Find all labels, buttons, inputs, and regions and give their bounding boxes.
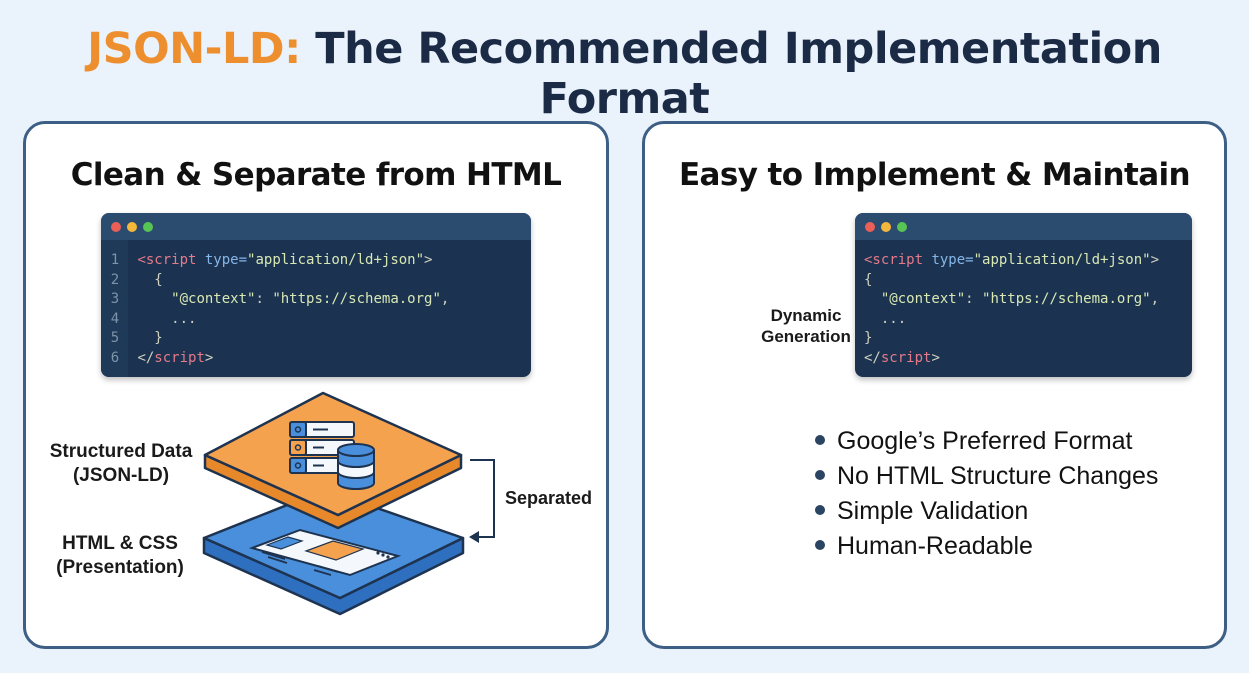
- code-token: "@context": [171, 291, 256, 307]
- code-token: </: [864, 349, 881, 366]
- window-title-bar: [855, 213, 1192, 240]
- separated-label: Separated: [505, 488, 593, 508]
- code-token: ...: [880, 310, 907, 327]
- presentation-layer-icon: [202, 488, 465, 616]
- code-token: type=: [923, 252, 974, 268]
- line-number: 5: [110, 330, 120, 346]
- maximize-dot-icon: [897, 222, 907, 232]
- benefit-item: Human-Readable: [815, 529, 1158, 564]
- code-token: ,: [440, 291, 450, 307]
- left-panel: Clean & Separate from HTML: [23, 121, 609, 649]
- code-token: }: [864, 330, 873, 346]
- line-number: 2: [110, 271, 120, 288]
- right-panel-title: Easy to Implement & Maintain: [678, 157, 1191, 193]
- title-accent: JSON-LD:: [87, 24, 301, 74]
- presentation-label-line1: HTML & CSS: [62, 533, 178, 554]
- code-token: "https://schema.org": [272, 291, 441, 307]
- code-token: <script: [864, 252, 924, 268]
- benefits-list: Google’s Preferred Format No HTML Struct…: [815, 424, 1158, 564]
- code-token: <script: [137, 252, 197, 268]
- presentation-label: HTML & CSS (Presentation): [40, 532, 200, 580]
- separated-connector-icon: [469, 459, 495, 543]
- code-lines: 1 <script type="application/ld+json">2 {…: [101, 251, 450, 369]
- code-token: ,: [1150, 291, 1160, 307]
- benefit-item: No HTML Structure Changes: [815, 459, 1158, 494]
- code-token: "https://schema.org": [982, 291, 1151, 307]
- code-token: >: [1150, 252, 1160, 268]
- line-number-gutter: [101, 240, 128, 377]
- window-title-bar: [101, 213, 531, 240]
- code-token: ...: [171, 310, 197, 327]
- code-lines: <script type="application/ld+json">{ "@c…: [864, 251, 1159, 368]
- presentation-label-line2: (Presentation): [56, 557, 184, 578]
- right-panel: Easy to Implement & Maintain: [642, 121, 1227, 649]
- code-line: {: [864, 271, 1159, 291]
- code-token: "application/ld+json": [973, 252, 1151, 268]
- code-line: ...: [864, 310, 1159, 330]
- page-title: JSON-LD: The Recommended Implementation …: [0, 24, 1249, 124]
- line-number: 1: [110, 252, 120, 268]
- benefit-item: Google’s Preferred Format: [815, 424, 1158, 459]
- left-panel-title: Clean & Separate from HTML: [70, 157, 562, 193]
- structured-data-label: Structured Data (JSON-LD): [36, 440, 206, 488]
- code-window-left: 1 <script type="application/ld+json">2 {…: [101, 213, 531, 377]
- minimize-dot-icon: [881, 222, 891, 232]
- code-line: 3 "@context": "https://schema.org",: [101, 290, 450, 310]
- code-token: >: [424, 252, 433, 268]
- code-line: </script>: [864, 349, 1159, 369]
- code-token: {: [864, 271, 873, 288]
- title-rest: The Recommended Implementation Format: [300, 24, 1162, 124]
- code-token: }: [154, 330, 163, 346]
- code-line: 6 </script>: [101, 349, 449, 369]
- code-token: type=: [196, 252, 248, 268]
- code-token: "application/ld+json": [247, 252, 425, 268]
- code-line: <script type="application/ld+json">: [864, 251, 1159, 271]
- minimize-dot-icon: [127, 222, 137, 232]
- line-number: 3: [110, 291, 120, 307]
- code-token: script: [154, 349, 205, 366]
- code-token: >: [204, 349, 214, 366]
- code-token: :: [965, 291, 983, 307]
- code-window-right: <script type="application/ld+json">{ "@c…: [855, 213, 1192, 377]
- code-token: >: [931, 349, 940, 366]
- code-token: "@context": [880, 291, 966, 307]
- code-line: "@context": "https://schema.org",: [864, 290, 1159, 310]
- close-dot-icon: [111, 222, 121, 232]
- code-line: 2 {: [101, 271, 449, 291]
- dynamic-generation-label: Dynamic Generation: [754, 305, 858, 347]
- line-number: 4: [110, 310, 120, 327]
- code-line: 5 }: [101, 329, 449, 349]
- code-token: {: [154, 271, 163, 288]
- close-dot-icon: [865, 222, 875, 232]
- structured-data-label-line1: Structured Data: [49, 441, 193, 462]
- code-line: 1 <script type="application/ld+json">: [101, 251, 449, 271]
- code-line: }: [864, 329, 1159, 349]
- database-icon: [337, 443, 375, 490]
- code-token: </: [137, 349, 155, 366]
- dynamic-generation-label-line1: Dynamic: [770, 306, 842, 325]
- dynamic-generation-label-line2: Generation: [761, 327, 851, 346]
- benefit-item: Simple Validation: [815, 494, 1158, 529]
- code-line: 4 ...: [101, 310, 449, 330]
- line-number: 6: [110, 349, 120, 366]
- code-token: script: [880, 349, 932, 366]
- maximize-dot-icon: [143, 222, 153, 232]
- structured-data-label-line2: (JSON-LD): [72, 465, 170, 486]
- code-token: :: [255, 291, 273, 307]
